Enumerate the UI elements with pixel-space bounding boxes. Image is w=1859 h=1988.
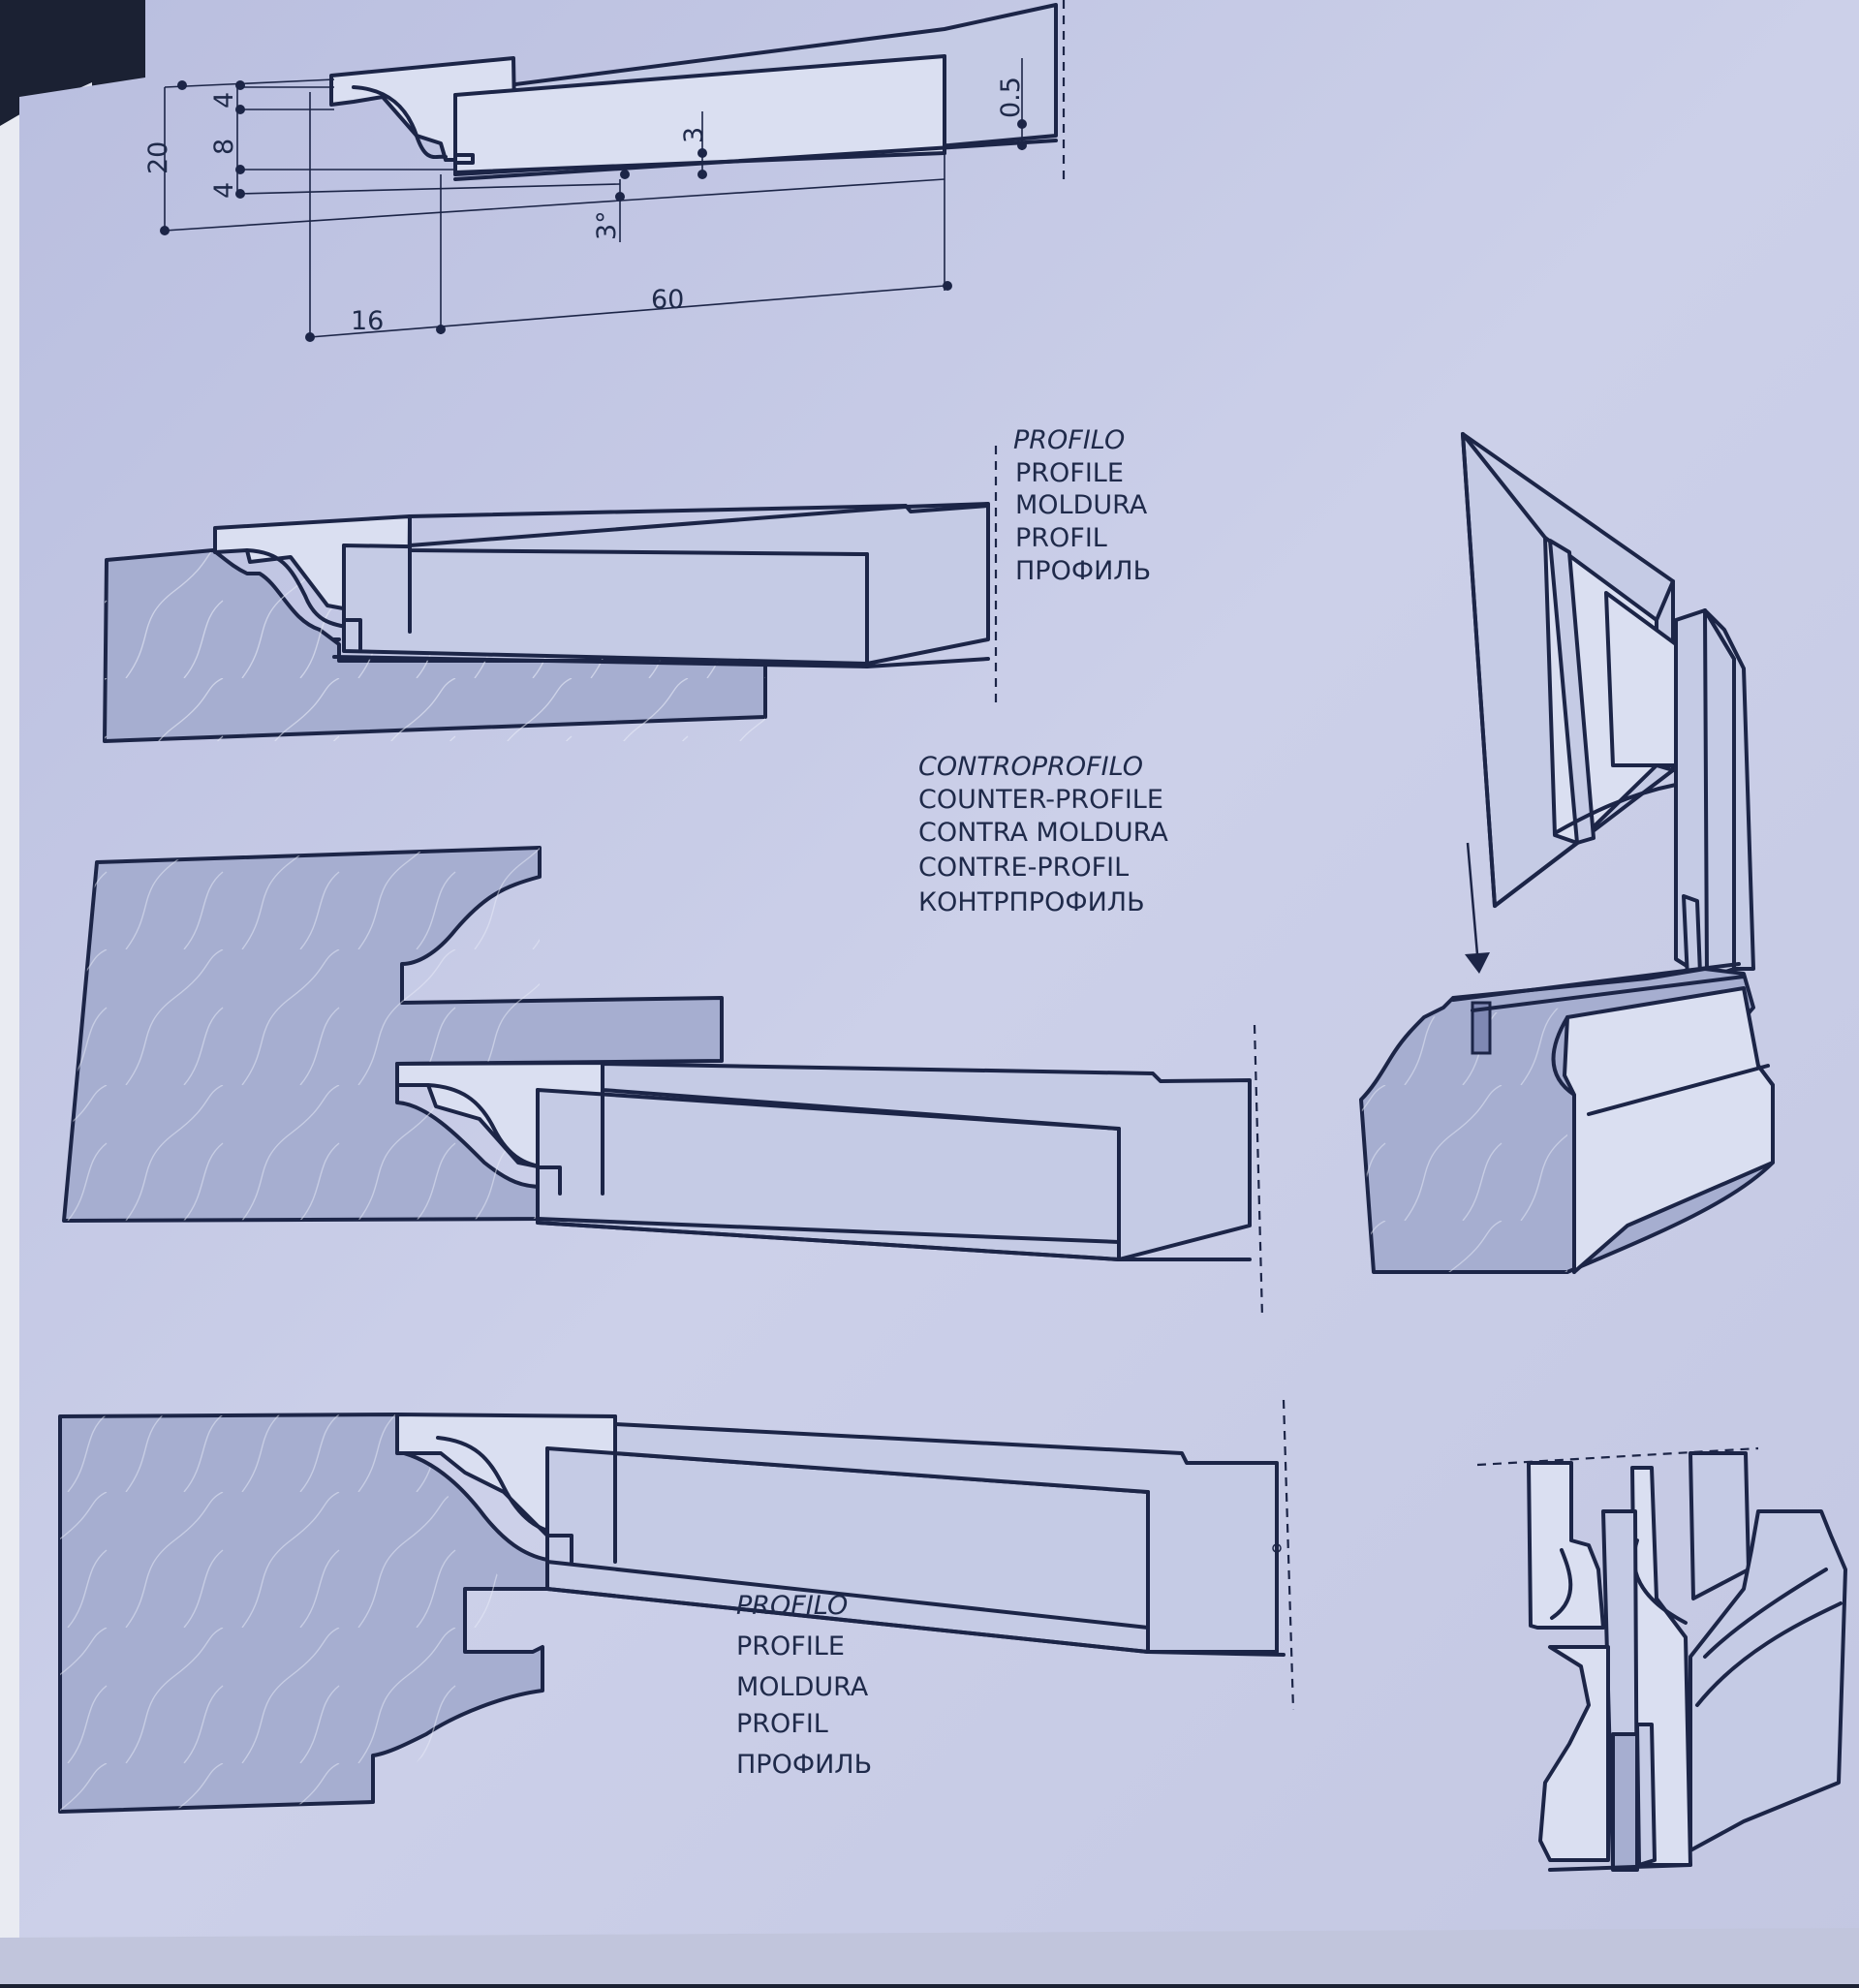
label-profile-bottom: PROFILE [736,1631,845,1662]
label-counter-profile: COUNTER-PROFILE [918,785,1163,815]
dim-3-degrees: 3° [592,210,622,240]
label-profil-ru: ПРОФИЛЬ [1015,556,1151,586]
joint-detail-illustration [1476,1446,1847,1872]
label-profil-ru-bottom: ПРОФИЛЬ [736,1750,872,1780]
dim-0-5: 0.5 [996,77,1026,118]
label-profile: PROFILE [1015,458,1124,488]
label-profil-bottom: PROFIL [736,1709,828,1739]
profile-label-bottom: PROFILO PROFILE MOLDURA PROFIL ПРОФИЛЬ [736,1591,872,1780]
label-profil: PROFIL [1015,523,1107,553]
profile-section-drawing [103,446,998,743]
label-controprofilo: CONTROPROFILO [918,752,1143,782]
profile-bottom-section-drawing [58,1399,1295,1814]
dim-60: 60 [651,285,684,315]
dim-20: 20 [143,141,173,174]
counter-profile-assembly-drawing [62,846,1264,1319]
dim-16: 16 [351,306,384,336]
label-contre-profil: CONTRE-PROFIL [918,853,1129,883]
label-moldura: MOLDURA [1015,490,1148,520]
counter-profile-label: CONTROPROFILO COUNTER-PROFILE CONTRA MOL… [918,752,1168,917]
dim-4-top: 4 [209,92,239,109]
dim-4-bottom: 4 [209,182,239,199]
label-profilo: PROFILO [1013,425,1125,455]
label-contra-moldura: CONTRA MOLDURA [918,818,1168,848]
profile-label-top: PROFILO PROFILE MOLDURA PROFIL ПРОФИЛЬ [1013,425,1151,586]
panel-3d-illustration [1359,432,1775,1274]
label-kontrprofil: КОНТРПРОФИЛЬ [918,887,1145,917]
label-moldura-bottom: MOLDURA [736,1672,869,1702]
dim-3: 3 [679,127,709,143]
label-profilo-bottom: PROFILO [736,1591,848,1621]
dimensioned-section-drawing: 4 8 4 20 3 3° 0.5 16 60 [143,0,1066,342]
dim-8: 8 [209,139,239,155]
paper-sheet [19,0,1859,1984]
